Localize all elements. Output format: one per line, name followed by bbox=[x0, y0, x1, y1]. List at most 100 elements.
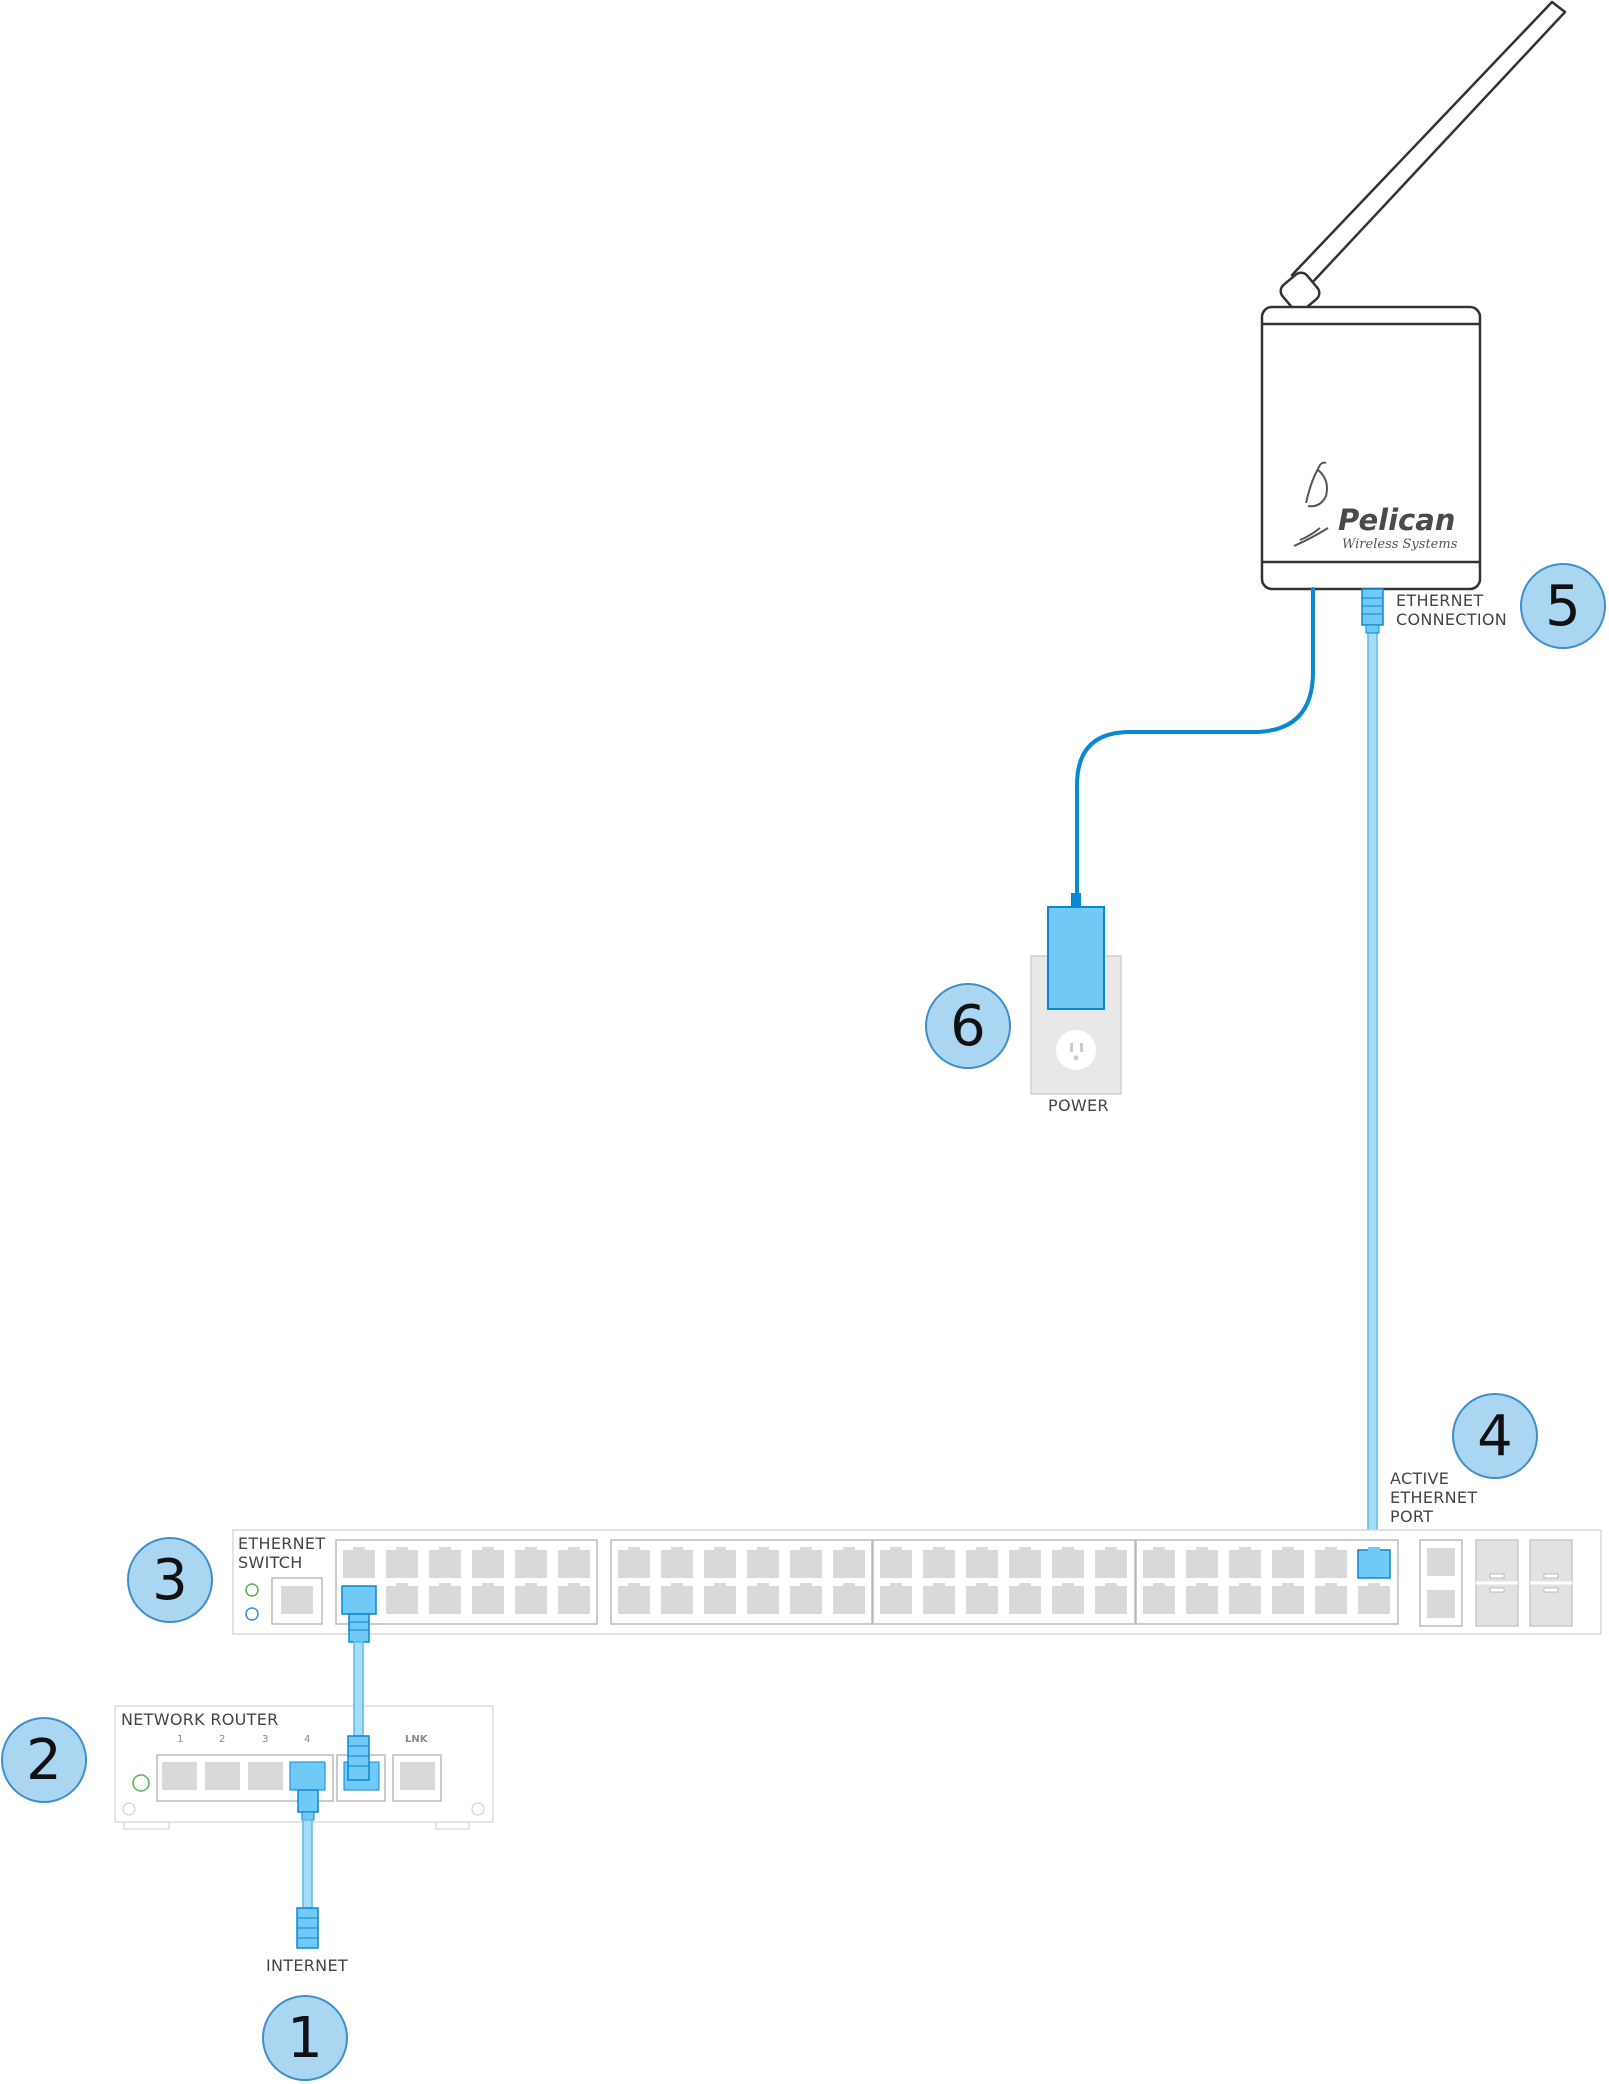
switch-port bbox=[472, 1550, 504, 1578]
switch-port-latch bbox=[714, 1547, 726, 1551]
ethernet-connection-label-line2: CONNECTION bbox=[1396, 610, 1508, 629]
switch-port-latch bbox=[1105, 1547, 1117, 1551]
switch-port bbox=[386, 1586, 418, 1614]
switch-port-latch bbox=[843, 1547, 855, 1551]
switch-port bbox=[1009, 1586, 1041, 1614]
switch-port-latch bbox=[1239, 1547, 1251, 1551]
switch-port bbox=[704, 1550, 736, 1578]
internet-label: INTERNET bbox=[266, 1956, 348, 1975]
router-lan-port-4 bbox=[289, 1761, 326, 1791]
ethernet-cable-switch-to-router bbox=[341, 1585, 377, 1781]
router-screw-left-icon bbox=[122, 1802, 136, 1816]
switch-port bbox=[790, 1550, 822, 1578]
switch-port bbox=[1315, 1550, 1347, 1578]
switch-port-latch bbox=[671, 1547, 683, 1551]
switch-port bbox=[1229, 1550, 1261, 1578]
switch-port-latch bbox=[439, 1583, 451, 1587]
pelican-logo-text: Pelican bbox=[1338, 503, 1456, 537]
switch-port bbox=[1272, 1586, 1304, 1614]
power-adapter bbox=[1047, 893, 1105, 1010]
switch-port-latch bbox=[933, 1583, 945, 1587]
pelican-logo-tagline: Wireless Systems bbox=[1342, 537, 1458, 552]
switch-port bbox=[618, 1586, 650, 1614]
switch-port-latch bbox=[1105, 1583, 1117, 1587]
switch-port bbox=[1052, 1550, 1084, 1578]
outlet-socket bbox=[1056, 1030, 1096, 1070]
ethernet-switch-label-line1: ETHERNET bbox=[238, 1534, 326, 1553]
switch-port-latch bbox=[933, 1547, 945, 1551]
switch-port bbox=[790, 1586, 822, 1614]
switch-port bbox=[558, 1550, 590, 1578]
switch-port bbox=[386, 1550, 418, 1578]
ethernet-switch-label-line2: SWITCH bbox=[238, 1553, 303, 1572]
switch-port bbox=[923, 1586, 955, 1614]
switch-port bbox=[661, 1586, 693, 1614]
switch-port-latch bbox=[800, 1583, 812, 1587]
switch-port-latch bbox=[976, 1583, 988, 1587]
switch-port bbox=[1315, 1586, 1347, 1614]
switch-port-latch bbox=[1196, 1547, 1208, 1551]
router-lan-port-3 bbox=[248, 1762, 283, 1790]
switch-status-led-blue bbox=[245, 1607, 259, 1621]
switch-port-latch bbox=[353, 1547, 365, 1551]
internet-cable bbox=[296, 1789, 319, 1949]
switch-port bbox=[1229, 1586, 1261, 1614]
switch-port-latch bbox=[1368, 1547, 1380, 1551]
router-lnk-port bbox=[400, 1762, 435, 1790]
switch-port-latch bbox=[1325, 1583, 1337, 1587]
switch-port-latch bbox=[1019, 1583, 1031, 1587]
switch-port bbox=[515, 1550, 547, 1578]
switch-status-led-green bbox=[245, 1583, 259, 1597]
router-port-number-2: 2 bbox=[219, 1734, 226, 1745]
switch-port bbox=[880, 1586, 912, 1614]
router-power-led bbox=[132, 1774, 150, 1792]
switch-port-latch bbox=[1062, 1583, 1074, 1587]
switch-active-port bbox=[1357, 1549, 1391, 1579]
switch-port-latch bbox=[1153, 1547, 1165, 1551]
switch-port bbox=[472, 1586, 504, 1614]
step-badge-3: 3 bbox=[127, 1537, 213, 1623]
switch-port-latch bbox=[628, 1547, 640, 1551]
switch-port bbox=[833, 1586, 865, 1614]
power-label: POWER bbox=[1048, 1096, 1109, 1115]
ethernet-connection-label-line1: ETHERNET bbox=[1396, 591, 1484, 610]
switch-port bbox=[1143, 1586, 1175, 1614]
switch-port-latch bbox=[976, 1547, 988, 1551]
power-cable bbox=[1075, 587, 1315, 895]
switch-port-latch bbox=[1368, 1583, 1380, 1587]
network-router-label: NETWORK ROUTER bbox=[121, 1710, 279, 1729]
switch-port-latch bbox=[628, 1583, 640, 1587]
switch-port bbox=[1186, 1550, 1218, 1578]
router-port-number-lnk: LNK bbox=[405, 1734, 428, 1745]
ethernet-connection-label: ETHERNET CONNECTION bbox=[1396, 591, 1507, 629]
switch-port-latch bbox=[1325, 1547, 1337, 1551]
switch-port bbox=[966, 1550, 998, 1578]
step-badge-5: 5 bbox=[1520, 563, 1606, 649]
switch-port-latch bbox=[890, 1547, 902, 1551]
switch-port-latch bbox=[671, 1583, 683, 1587]
step-badge-4: 4 bbox=[1452, 1393, 1538, 1479]
switch-port-latch bbox=[757, 1583, 769, 1587]
switch-port-latch bbox=[525, 1547, 537, 1551]
switch-port bbox=[1095, 1550, 1127, 1578]
switch-port-latch bbox=[1062, 1547, 1074, 1551]
switch-port bbox=[1052, 1586, 1084, 1614]
switch-port-latch bbox=[568, 1547, 580, 1551]
switch-port bbox=[1358, 1586, 1390, 1614]
switch-port bbox=[966, 1586, 998, 1614]
switch-port bbox=[618, 1550, 650, 1578]
switch-port-latch bbox=[714, 1583, 726, 1587]
ethernet-switch bbox=[232, 1529, 1602, 1635]
router-port-number-4: 4 bbox=[304, 1734, 311, 1745]
switch-port-latch bbox=[1282, 1547, 1294, 1551]
switch-port bbox=[704, 1586, 736, 1614]
switch-port bbox=[343, 1550, 375, 1578]
switch-port-latch bbox=[800, 1547, 812, 1551]
switch-port bbox=[1272, 1550, 1304, 1578]
step-badge-1: 1 bbox=[262, 1995, 348, 2081]
switch-port-grid bbox=[343, 1547, 1391, 1614]
switch-port bbox=[429, 1550, 461, 1578]
switch-port bbox=[747, 1586, 779, 1614]
switch-port-latch bbox=[1153, 1583, 1165, 1587]
